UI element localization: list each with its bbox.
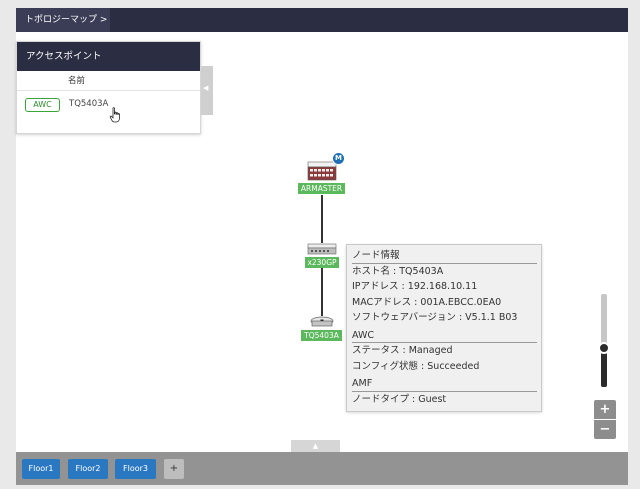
zoom-slider-track[interactable] <box>601 294 607 387</box>
node-label-armaster[interactable]: ARMASTER <box>298 183 345 194</box>
bottom-panel-toggle[interactable]: ▲ <box>291 440 340 452</box>
zoom-slider-fill <box>601 348 607 387</box>
access-point-icon[interactable] <box>309 315 335 328</box>
info-hostname: ホスト名 : TQ5403A <box>352 265 444 277</box>
switch-icon[interactable] <box>307 161 337 181</box>
node-info-panel: ノード情報 ホスト名 : TQ5403A IPアドレス : 192.168.10… <box>346 244 542 412</box>
info-mac-address: MACアドレス : 001A.EBCC.0EA0 <box>352 296 502 308</box>
switch-icon[interactable] <box>307 243 337 255</box>
access-point-panel: アクセスポイント 名前 AWC TQ5403A <box>16 41 201 134</box>
access-point-panel-title: アクセスポイント <box>17 42 200 71</box>
master-badge: M <box>332 152 345 165</box>
awc-badge: AWC <box>25 98 60 112</box>
info-node-type: ノードタイプ : Guest <box>352 393 447 405</box>
floor-button-3[interactable]: Floor3 <box>115 459 156 479</box>
info-software-version: ソフトウェアバージョン : V5.1.1 B03 <box>352 312 518 323</box>
topology-link <box>321 268 323 316</box>
node-label-x230gp[interactable]: x230GP <box>305 257 339 268</box>
breadcrumb-topology-map[interactable]: トポロジーマップ > <box>16 8 110 32</box>
node-label-tq5403a[interactable]: TQ5403A <box>301 330 342 341</box>
header-bar: トポロジーマップ > <box>16 8 628 32</box>
node-info-title: ノード情報 <box>352 248 537 264</box>
add-floor-button[interactable]: + <box>164 459 184 479</box>
zoom-slider-handle[interactable] <box>598 342 610 354</box>
floor-bar: Floor1 Floor2 Floor3 + <box>16 452 628 485</box>
info-config-status: コンフィグ状態 : Succeeded <box>352 360 480 372</box>
floor-button-1[interactable]: Floor1 <box>22 459 60 479</box>
topology-link <box>321 195 323 243</box>
list-item[interactable]: AWC TQ5403A <box>17 91 200 123</box>
floor-button-2[interactable]: Floor2 <box>68 459 108 479</box>
column-header-name: 名前 <box>17 71 200 91</box>
zoom-out-button[interactable]: − <box>594 420 616 439</box>
chevron-left-icon: ◀ <box>203 84 209 92</box>
panel-collapse-tab[interactable]: ◀ <box>201 66 213 115</box>
info-section-awc: AWC <box>352 328 537 343</box>
hand-cursor-icon <box>109 107 120 123</box>
info-section-amf: AMF <box>352 376 537 392</box>
access-point-name[interactable]: TQ5403A <box>69 99 109 109</box>
info-status: ステータス : Managed <box>352 345 453 356</box>
chevron-up-icon: ▲ <box>312 442 319 450</box>
info-ip-address: IPアドレス : 192.168.10.11 <box>352 281 478 292</box>
zoom-in-button[interactable]: + <box>594 400 616 419</box>
